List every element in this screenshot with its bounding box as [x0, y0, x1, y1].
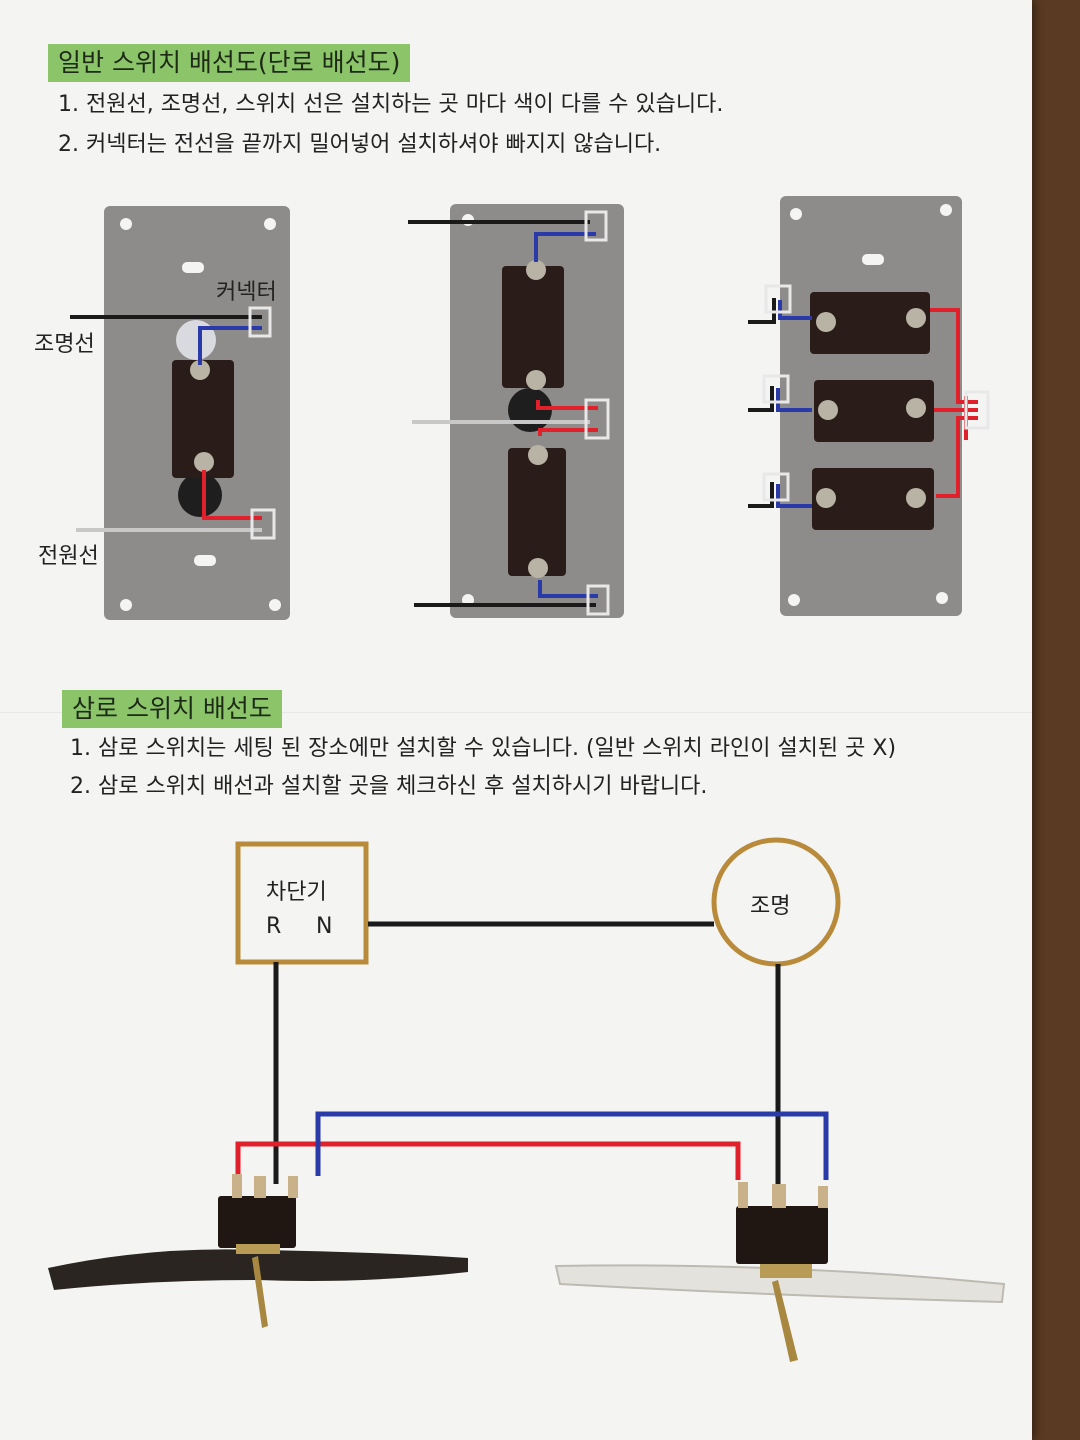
triple-switch-plate: [748, 196, 990, 616]
breaker-n-label: N: [316, 914, 333, 939]
lamp-label: 조명: [750, 894, 791, 919]
paper-fold: [0, 712, 1032, 714]
connector-label: 커넥터: [216, 280, 277, 305]
switch-body: [172, 360, 234, 478]
section2-note-2: 2. 삼로 스위치 배선과 설치할 곳을 체크하신 후 설치하시기 바랍니다.: [70, 774, 708, 799]
double-switch-plate: [408, 204, 624, 618]
power-wire-label: 전원선: [38, 544, 99, 569]
breaker-label: 차단기: [266, 880, 327, 905]
breaker-r-label: R: [266, 914, 282, 939]
section2-heading: 삼로 스위치 배선도: [62, 690, 282, 728]
breaker-box: [235, 841, 369, 965]
three-way-diagram: [48, 837, 1006, 1362]
light-wire-label: 조명선: [34, 332, 95, 357]
section1-note-2: 2. 커넥터는 전선을 끝까지 밀어넣어 설치하셔야 빠지지 않습니다.: [58, 132, 662, 157]
right-switch-body: [736, 1206, 828, 1264]
section1-heading: 일반 스위치 배선도(단로 배선도): [48, 44, 411, 82]
section1-note-1: 1. 전원선, 조명선, 스위치 선은 설치하는 곳 마다 색이 다를 수 있습…: [58, 92, 724, 117]
right-plate: [554, 1264, 1006, 1304]
section2-note-1: 1. 삼로 스위치는 세팅 된 장소에만 설치할 수 있습니다. (일반 스위치…: [70, 736, 897, 761]
left-switch-body: [218, 1196, 296, 1248]
single-switch-plate: [70, 206, 290, 620]
